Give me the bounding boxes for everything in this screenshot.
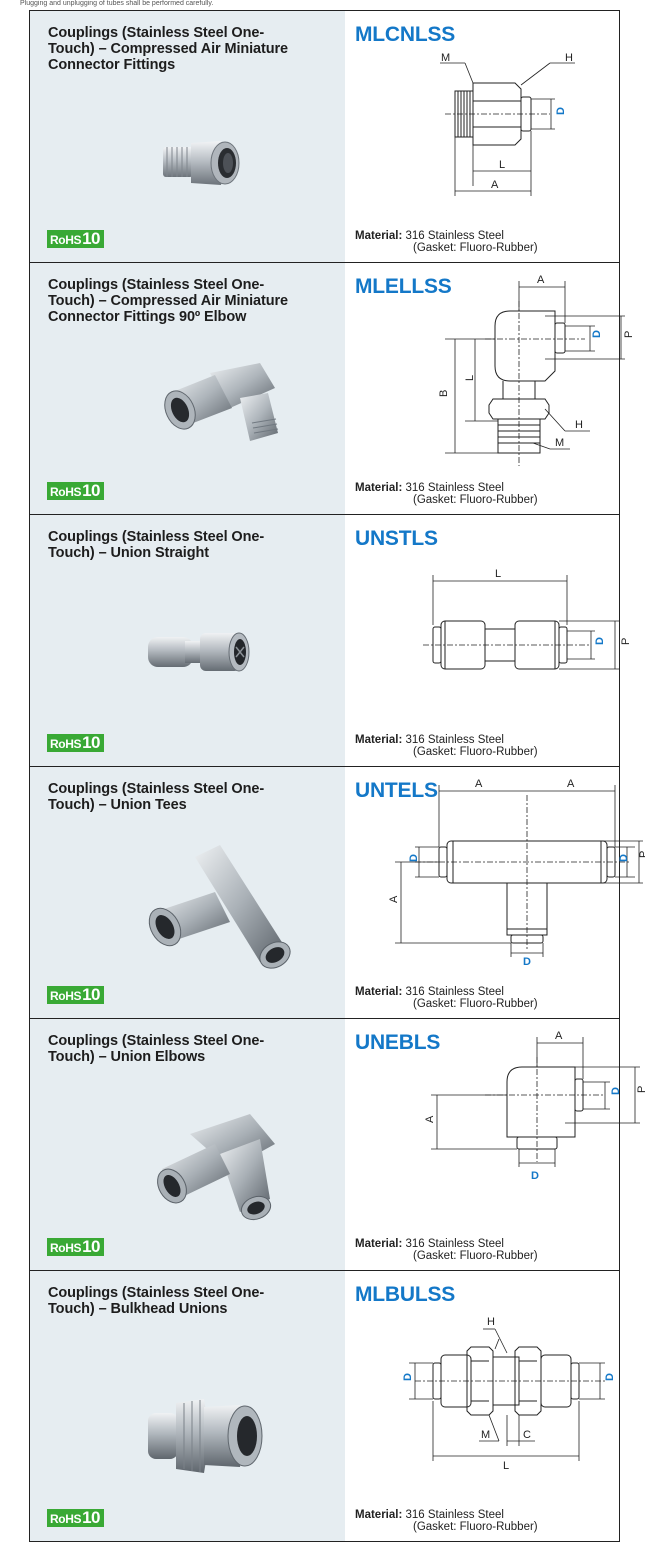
product-title: Couplings (Stainless Steel One-Touch) – … bbox=[48, 1033, 265, 1065]
product-info-panel: Couplings (Stainless Steel One-Touch) – … bbox=[30, 1271, 345, 1541]
product-photo bbox=[157, 1114, 275, 1221]
technical-drawing: L D P bbox=[423, 568, 632, 670]
material-spec: Material: 316 Stainless Steel(Gasket: Fl… bbox=[355, 1238, 538, 1262]
dim-label-l: L bbox=[464, 375, 476, 381]
product-title: Couplings (Stainless Steel One-Touch) – … bbox=[48, 1285, 265, 1317]
product-code: UNSTLS bbox=[355, 527, 438, 550]
product-title: Couplings (Stainless Steel One-Touch) – … bbox=[48, 529, 265, 561]
header-note: Plugging and unplugging of tubes shall b… bbox=[20, 0, 214, 7]
product-photo bbox=[164, 363, 279, 441]
product-code: MLBULSS bbox=[355, 1283, 456, 1306]
dim-label-d: D bbox=[555, 107, 567, 115]
product-info-panel: Couplings (Stainless Steel One-Touch) – … bbox=[30, 767, 345, 1018]
dim-label-a-top: A bbox=[555, 1030, 563, 1042]
dim-label-a: A bbox=[537, 274, 545, 286]
dim-label-b: B bbox=[438, 390, 450, 397]
material-spec: Material: 316 Stainless Steel(Gasket: Fl… bbox=[355, 482, 538, 506]
dim-label-l: L bbox=[495, 568, 501, 580]
dim-label-a-vertical: A bbox=[424, 1115, 436, 1123]
product-code: UNTELS bbox=[355, 779, 438, 802]
dim-label-d-right: D bbox=[610, 1087, 622, 1095]
dim-label-h: H bbox=[487, 1316, 495, 1328]
material-spec: Material: 316 Stainless Steel(Gasket: Fl… bbox=[355, 734, 538, 758]
material-spec: Material: 316 Stainless Steel(Gasket: Fl… bbox=[355, 230, 538, 254]
dim-label-p: P bbox=[636, 1086, 645, 1093]
dim-label-d: D bbox=[591, 330, 603, 338]
product-title: Couplings (Stainless Steel One-Touch) – … bbox=[48, 277, 289, 325]
dim-label-h: H bbox=[565, 52, 573, 64]
dim-label-h: H bbox=[575, 419, 583, 431]
product-info-panel: Couplings (Stainless Steel One-Touch) – … bbox=[30, 1019, 345, 1270]
material-spec: Material: 316 Stainless Steel(Gasket: Fl… bbox=[355, 1509, 538, 1533]
dim-label-l: L bbox=[503, 1460, 509, 1472]
product-spec-panel: UNSTLS bbox=[345, 515, 632, 766]
dim-label-c: C bbox=[523, 1429, 531, 1441]
product-info-panel: Couplings (Stainless Steel One-Touch) – … bbox=[30, 263, 345, 514]
product-spec-panel: UNTELS bbox=[345, 767, 645, 1018]
product-code: MLCNLSS bbox=[355, 23, 456, 46]
product-code: MLELLSS bbox=[355, 275, 452, 298]
product-row: Couplings (Stainless Steel One-Touch) – … bbox=[29, 515, 632, 767]
material-spec: Material: 316 Stainless Steel(Gasket: Fl… bbox=[355, 986, 538, 1010]
product-code: UNEBLS bbox=[355, 1031, 441, 1054]
dim-label-m: M bbox=[481, 1429, 490, 1441]
product-table: Couplings (Stainless Steel One-Touch) – … bbox=[29, 10, 645, 1542]
product-title: Couplings (Stainless Steel One-Touch) – … bbox=[48, 25, 289, 73]
dim-label-d-left: D bbox=[402, 1373, 414, 1381]
dim-label-p: P bbox=[620, 638, 632, 645]
dim-label-a-right: A bbox=[567, 778, 575, 790]
product-row: Couplings (Stainless Steel One-Touch) – … bbox=[29, 767, 645, 1019]
dim-label-d-right: D bbox=[618, 854, 630, 862]
product-info-panel: Couplings (Stainless Steel One-Touch) – … bbox=[30, 11, 345, 262]
product-spec-panel: MLCNLSS bbox=[345, 11, 619, 262]
dim-label-a-left: A bbox=[475, 778, 483, 790]
dim-label-d-left: D bbox=[408, 854, 420, 862]
product-photo bbox=[148, 1399, 263, 1473]
dim-label-p: P bbox=[623, 331, 635, 338]
dim-label-a-vertical: A bbox=[388, 895, 400, 903]
product-row: Couplings (Stainless Steel One-Touch) – … bbox=[29, 1271, 620, 1542]
technical-drawing: A D P A D bbox=[424, 1030, 645, 1182]
dim-label-p: P bbox=[638, 851, 645, 858]
product-photo bbox=[148, 632, 250, 672]
dim-label-l: L bbox=[499, 159, 505, 171]
product-spec-panel: UNEBLS bbox=[345, 1019, 645, 1270]
dim-label-d: D bbox=[594, 637, 606, 645]
product-photo bbox=[163, 141, 240, 185]
product-spec-panel: MLBULSS bbox=[345, 1271, 619, 1541]
dim-label-m: M bbox=[441, 52, 450, 64]
dim-label-d-bottom: D bbox=[523, 956, 531, 965]
technical-drawing: M H D L A bbox=[440, 52, 575, 196]
dim-label-m: M bbox=[555, 437, 564, 449]
product-row: Couplings (Stainless Steel One-Touch) – … bbox=[29, 1019, 645, 1271]
product-row: Couplings (Stainless Steel One-Touch) – … bbox=[29, 11, 620, 263]
dim-label-a: A bbox=[491, 179, 499, 191]
technical-drawing: A D P B L H M bbox=[438, 274, 635, 466]
product-spec-panel: MLELLSS bbox=[345, 263, 635, 514]
technical-drawing: A A D D P A D bbox=[388, 778, 645, 965]
product-title: Couplings (Stainless Steel One-Touch) – … bbox=[48, 781, 265, 813]
dim-label-d-right: D bbox=[604, 1373, 616, 1381]
dim-label-d-bottom: D bbox=[531, 1170, 539, 1182]
product-info-panel: Couplings (Stainless Steel One-Touch) – … bbox=[30, 515, 345, 766]
product-photo bbox=[148, 845, 291, 969]
technical-drawing: H D D M C L bbox=[402, 1316, 616, 1472]
product-row: Couplings (Stainless Steel One-Touch) – … bbox=[29, 263, 635, 515]
